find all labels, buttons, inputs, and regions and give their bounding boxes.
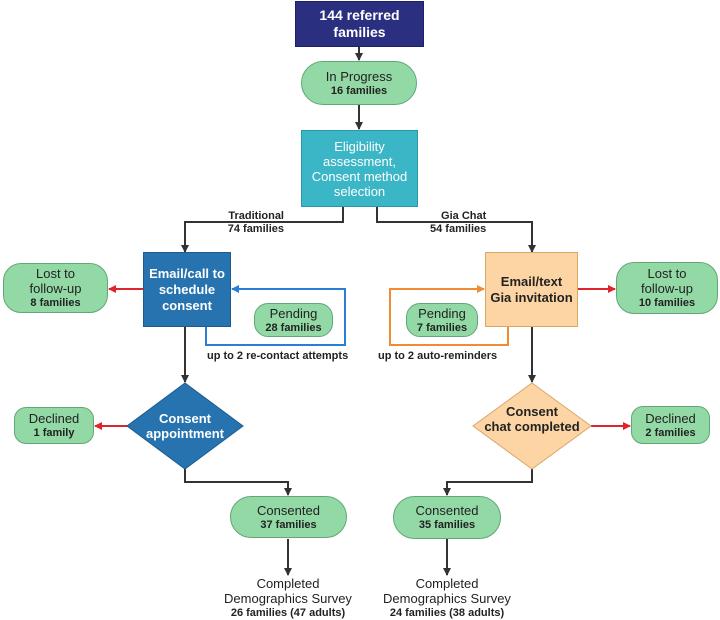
email-text-box: Email/text Gia invitation — [485, 252, 578, 327]
eligibility-line-c: Consent method — [311, 168, 408, 184]
in-progress-box: In Progress 16 families — [301, 61, 417, 105]
lost-right-line-b: follow-up — [640, 281, 694, 296]
declined-right-box: Declined 2 families — [631, 406, 710, 444]
eligibility-line-b: assessment, — [323, 153, 396, 169]
consented-right-count: 35 families — [418, 519, 476, 531]
lost-right-count: 10 families — [638, 297, 696, 309]
declined-left-count: 1 family — [33, 427, 75, 439]
eligibility-line-d: selection — [333, 183, 386, 199]
eligibility-box: Eligibility assessment, Consent method s… — [301, 130, 418, 207]
email-call-line-c: consent — [162, 297, 212, 313]
traditional-name: Traditional — [228, 210, 284, 222]
edge-eligibility-traditional — [181, 207, 344, 253]
consented-left-title: Consented — [257, 502, 320, 518]
email-text-line-a: Email/text — [500, 273, 563, 289]
gia-chat-name: Gia Chat — [441, 210, 487, 222]
survey-left-count: 26 families (47 adults) — [230, 607, 346, 619]
in-progress-title: In Progress — [325, 68, 393, 84]
lost-left-line-a: Lost to — [35, 266, 76, 281]
lost-right-box: Lost to follow-up 10 families — [616, 262, 718, 314]
referred-families-label: 144 referred families — [319, 7, 400, 40]
consent-appointment-label: Consent appointment — [135, 411, 235, 441]
lost-left-box: Lost to follow-up 8 families — [3, 263, 108, 313]
survey-left-line-a: Completed — [256, 576, 320, 591]
reminders-label: up to 2 auto-reminders — [378, 350, 498, 362]
survey-left-line-b: Demographics Survey — [224, 591, 352, 606]
edge-eligibility-gia — [376, 207, 536, 253]
pending-right-box: Pending 7 families — [406, 303, 478, 337]
consent-appointment-line-a: Consent — [159, 411, 211, 426]
pending-right-count: 7 families — [416, 321, 468, 334]
gia-chat-count: 54 families — [430, 223, 487, 235]
in-progress-count: 16 families — [330, 84, 388, 97]
consent-appointment-line-b: appointment — [146, 426, 224, 441]
traditional-count: 74 families — [227, 223, 284, 235]
pending-left-title: Pending — [269, 305, 318, 321]
consent-chat-label: Consent chat completed — [477, 404, 587, 434]
consented-left-count: 37 families — [260, 518, 317, 531]
recontact-label: up to 2 re-contact attempts — [207, 350, 349, 362]
consent-chat-diamond — [472, 382, 592, 470]
edge-appointment-consented — [184, 468, 292, 496]
traditional-branch-label: Traditional 74 families — [224, 210, 284, 236]
email-call-line-b: schedule — [158, 281, 216, 297]
lost-left-count: 8 families — [30, 297, 81, 309]
pending-left-count: 28 families — [265, 321, 322, 334]
survey-right-count: 24 families (38 adults) — [389, 607, 505, 619]
pending-left-box: Pending 28 families — [254, 303, 333, 337]
consented-left-box: Consented 37 families — [230, 496, 347, 538]
email-text-line-b: Gia invitation — [490, 289, 573, 305]
declined-right-title: Declined — [645, 410, 696, 426]
email-call-box: Email/call to schedule consent — [143, 252, 231, 327]
declined-left-title: Declined — [28, 411, 80, 426]
consent-appointment-diamond — [126, 382, 244, 470]
survey-right-text: Completed Demographics Survey 24 familie… — [372, 576, 522, 620]
consent-chat-line-b: chat completed — [484, 419, 580, 434]
survey-right-line-a: Completed — [415, 576, 479, 591]
lost-right-line-a: Lost to — [647, 266, 687, 281]
pending-right-title: Pending — [418, 305, 466, 321]
declined-right-count: 2 families — [645, 426, 696, 439]
consented-right-box: Consented 35 families — [393, 496, 501, 539]
eligibility-line-a: Eligibility — [334, 138, 385, 154]
declined-left-box: Declined 1 family — [14, 407, 94, 444]
survey-left-text: Completed Demographics Survey 26 familie… — [213, 576, 363, 620]
lost-left-line-b: follow-up — [29, 281, 82, 296]
recontact-loop — [205, 285, 346, 346]
consented-right-title: Consented — [415, 503, 479, 518]
reminder-loop — [389, 285, 509, 346]
survey-right-line-b: Demographics Survey — [383, 591, 511, 606]
edge-chat-consented — [443, 468, 533, 496]
email-call-line-a: Email/call to — [149, 265, 225, 281]
consent-chat-line-a: Consent — [506, 404, 558, 419]
gia-chat-branch-label: Gia Chat 54 families — [430, 210, 486, 236]
referred-families-box: 144 referred families — [295, 1, 424, 47]
